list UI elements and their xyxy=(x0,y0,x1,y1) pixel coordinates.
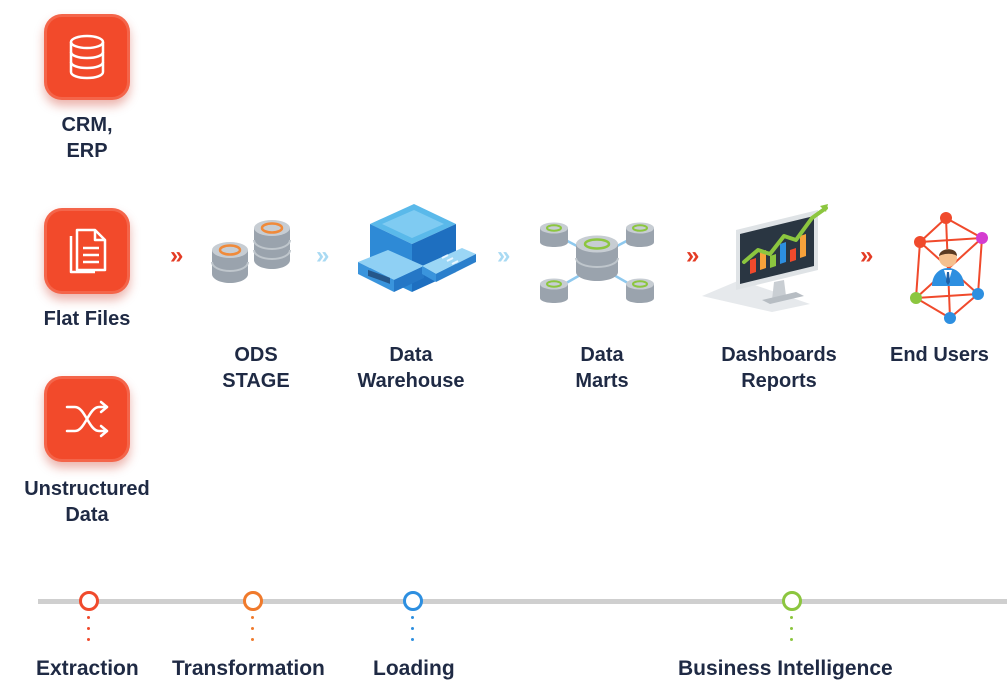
loading-marker xyxy=(403,591,423,611)
business-intelligence-marker xyxy=(782,591,802,611)
flat-files-source-box xyxy=(44,208,130,294)
loading-label: Loading xyxy=(373,657,455,680)
database-icon xyxy=(69,34,105,80)
unstructured-data-source-box xyxy=(44,376,130,462)
dashboards-reports-label: Dashboards Reports xyxy=(721,344,837,392)
unstructured-data-label: Unstructured Data xyxy=(24,478,150,526)
flat-files-label: Flat Files xyxy=(43,308,131,330)
ods-stage-icon xyxy=(211,220,291,283)
transformation-dotted-connector xyxy=(251,616,254,649)
timeline-line xyxy=(38,599,1007,604)
transformation-marker xyxy=(243,591,263,611)
business-intelligence-label: Business Intelligence xyxy=(678,657,893,680)
end-users-network-icon xyxy=(910,212,988,324)
crm-erp-source-box xyxy=(44,14,130,100)
document-icon xyxy=(69,228,107,274)
end-users-label: End Users xyxy=(890,344,989,366)
data-marts-label: Data Marts xyxy=(575,344,629,392)
arrow-to-ods: » xyxy=(170,242,184,269)
user-avatar-icon xyxy=(932,249,964,286)
crm-erp-label: CRM, ERP xyxy=(61,114,113,162)
data-marts-icon xyxy=(540,222,654,303)
shuffle-icon xyxy=(65,400,109,438)
data-warehouse-icon xyxy=(358,204,476,292)
arrow-to-warehouse: » xyxy=(316,242,330,269)
loading-dotted-connector xyxy=(411,616,414,649)
business-intelligence-dotted-connector xyxy=(790,616,793,649)
arrow-to-dashboards: » xyxy=(686,242,700,269)
extraction-label: Extraction xyxy=(36,657,139,680)
arrow-to-marts: » xyxy=(497,242,511,269)
data-warehouse-label: Data Warehouse xyxy=(357,344,465,392)
transformation-label: Transformation xyxy=(172,657,325,680)
extraction-marker xyxy=(79,591,99,611)
ods-stage-label: ODS STAGE xyxy=(222,344,290,392)
arrow-to-end-users: » xyxy=(860,242,874,269)
extraction-dotted-connector xyxy=(87,616,90,649)
dashboard-monitor-icon xyxy=(702,204,828,312)
